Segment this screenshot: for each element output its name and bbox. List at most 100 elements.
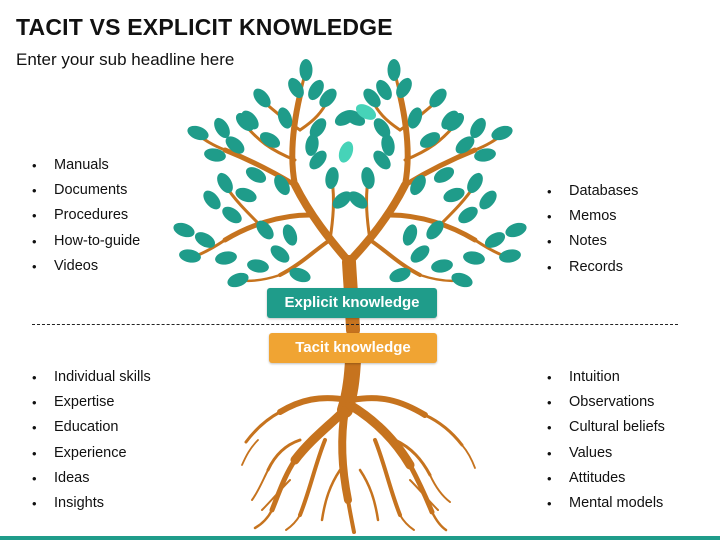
leaf-shape: [253, 88, 271, 108]
explicit-knowledge-label: Explicit knowledge: [267, 288, 437, 318]
leaf-shape: [204, 148, 226, 162]
leaf-shape: [479, 190, 497, 210]
list-item: How-to-guide: [30, 229, 140, 254]
list-item: Mental models: [545, 491, 665, 516]
list-item: Values: [545, 441, 665, 466]
list-item: Cultural beliefs: [545, 415, 665, 440]
leaf-shape: [381, 134, 395, 156]
page-title: TACIT VS EXPLICIT KNOWLEDGE: [16, 14, 393, 40]
leaf-shape: [215, 251, 237, 265]
list-item: Observations: [545, 390, 665, 415]
leaf-shape: [203, 190, 221, 210]
list-item: Records: [545, 255, 638, 280]
leaf-shape: [484, 232, 506, 248]
leaf-shape: [389, 267, 411, 283]
leaf-shape: [173, 222, 195, 238]
leaf-shape: [225, 136, 245, 154]
tree-roots: [241, 352, 476, 534]
leaf-shape: [458, 206, 478, 224]
leaf-shape: [361, 167, 375, 189]
leaf-shape: [429, 88, 447, 108]
leaf-shape: [376, 79, 392, 101]
leaf-shape: [463, 251, 485, 265]
list-item: Databases: [545, 179, 638, 204]
leaf-shape: [235, 187, 257, 203]
tree-leaves: [173, 59, 527, 288]
list-item: Ideas: [30, 466, 151, 491]
leaf-shape: [309, 150, 327, 170]
leaf-shape: [441, 110, 459, 130]
footer-accent-bar: [0, 536, 720, 540]
leaf-shape: [355, 104, 377, 120]
list-item: Insights: [30, 491, 151, 516]
leaf-shape: [241, 110, 259, 130]
tacit-examples-left: Individual skills Expertise Education Ex…: [30, 365, 151, 516]
leaf-shape: [299, 59, 313, 81]
list-item: Individual skills: [30, 365, 151, 390]
leaf-shape: [227, 272, 249, 288]
leaf-shape: [410, 245, 430, 263]
leaf-shape: [289, 267, 311, 283]
leaf-shape: [363, 88, 381, 108]
leaf-shape: [410, 174, 426, 196]
leaf-shape: [259, 132, 281, 148]
leaf-shape: [282, 224, 298, 246]
leaf-shape: [467, 172, 483, 194]
leaf-shape: [187, 125, 209, 141]
leaf-shape: [325, 167, 339, 189]
leaf-shape: [288, 77, 304, 99]
list-item: Memos: [545, 204, 638, 229]
leaf-shape: [348, 191, 368, 209]
leaf-shape: [277, 107, 293, 129]
leaf-shape: [443, 187, 465, 203]
list-item: Videos: [30, 254, 140, 279]
dashed-ground-divider: [32, 324, 678, 325]
leaf-shape: [309, 118, 327, 138]
leaf-shape: [373, 118, 391, 138]
leaf-shape: [245, 167, 267, 183]
leaf-shape: [396, 77, 412, 99]
leaf-shape: [217, 172, 233, 194]
list-item: Notes: [545, 229, 638, 254]
leaf-shape: [222, 206, 242, 224]
leaf-shape: [305, 134, 319, 156]
leaf-shape: [194, 232, 216, 248]
leaf-shape: [214, 117, 230, 139]
page-subtitle: Enter your sub headline here: [16, 50, 235, 69]
list-item: Attitudes: [545, 466, 665, 491]
tacit-knowledge-label: Tacit knowledge: [269, 333, 437, 363]
leaf-shape: [387, 59, 401, 81]
leaf-shape: [332, 191, 352, 209]
leaf-shape: [319, 88, 337, 108]
leaf-shape: [419, 132, 441, 148]
leaf-shape: [274, 174, 290, 196]
leaf-shape: [256, 220, 274, 240]
leaf-shape: [247, 259, 269, 273]
leaf-shape: [308, 79, 324, 101]
leaf-shape: [402, 224, 418, 246]
list-item: Expertise: [30, 390, 151, 415]
leaf-shape: [426, 220, 444, 240]
leaf-shape: [338, 141, 354, 163]
list-item: Procedures: [30, 203, 140, 228]
leaf-shape: [499, 249, 521, 263]
leaf-shape: [179, 249, 201, 263]
list-item: Manuals: [30, 153, 140, 178]
list-item: Documents: [30, 178, 140, 203]
leaf-shape: [470, 117, 486, 139]
tacit-examples-right: Intuition Observations Cultural beliefs …: [545, 365, 665, 516]
leaf-shape: [373, 150, 391, 170]
leaf-shape: [455, 136, 475, 154]
explicit-examples-left: Manuals Documents Procedures How-to-guid…: [30, 153, 140, 279]
leaf-shape: [433, 167, 455, 183]
explicit-examples-right: Databases Memos Notes Records: [545, 179, 638, 280]
leaf-shape: [505, 222, 527, 238]
list-item: Experience: [30, 441, 151, 466]
leaf-shape: [451, 272, 473, 288]
leaf-shape: [407, 107, 423, 129]
list-item: Intuition: [545, 365, 665, 390]
leaf-shape: [270, 245, 290, 263]
leaf-shape: [474, 148, 496, 162]
leaf-shape: [431, 259, 453, 273]
leaf-shape: [491, 125, 513, 141]
